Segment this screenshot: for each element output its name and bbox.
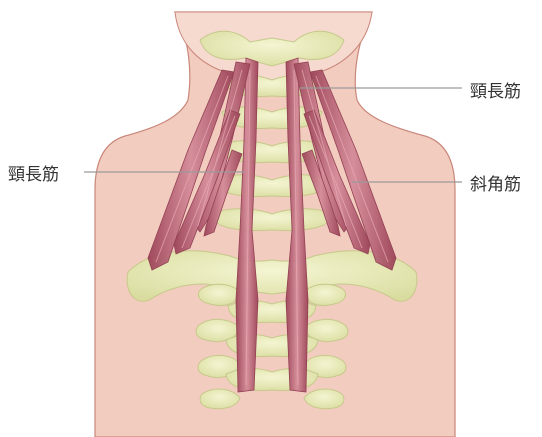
label-longus-colli-left: 頸長筋 — [8, 160, 59, 185]
label-scalenes: 斜角筋 — [470, 170, 521, 195]
label-longus-colli-right: 頸長筋 — [470, 77, 521, 102]
